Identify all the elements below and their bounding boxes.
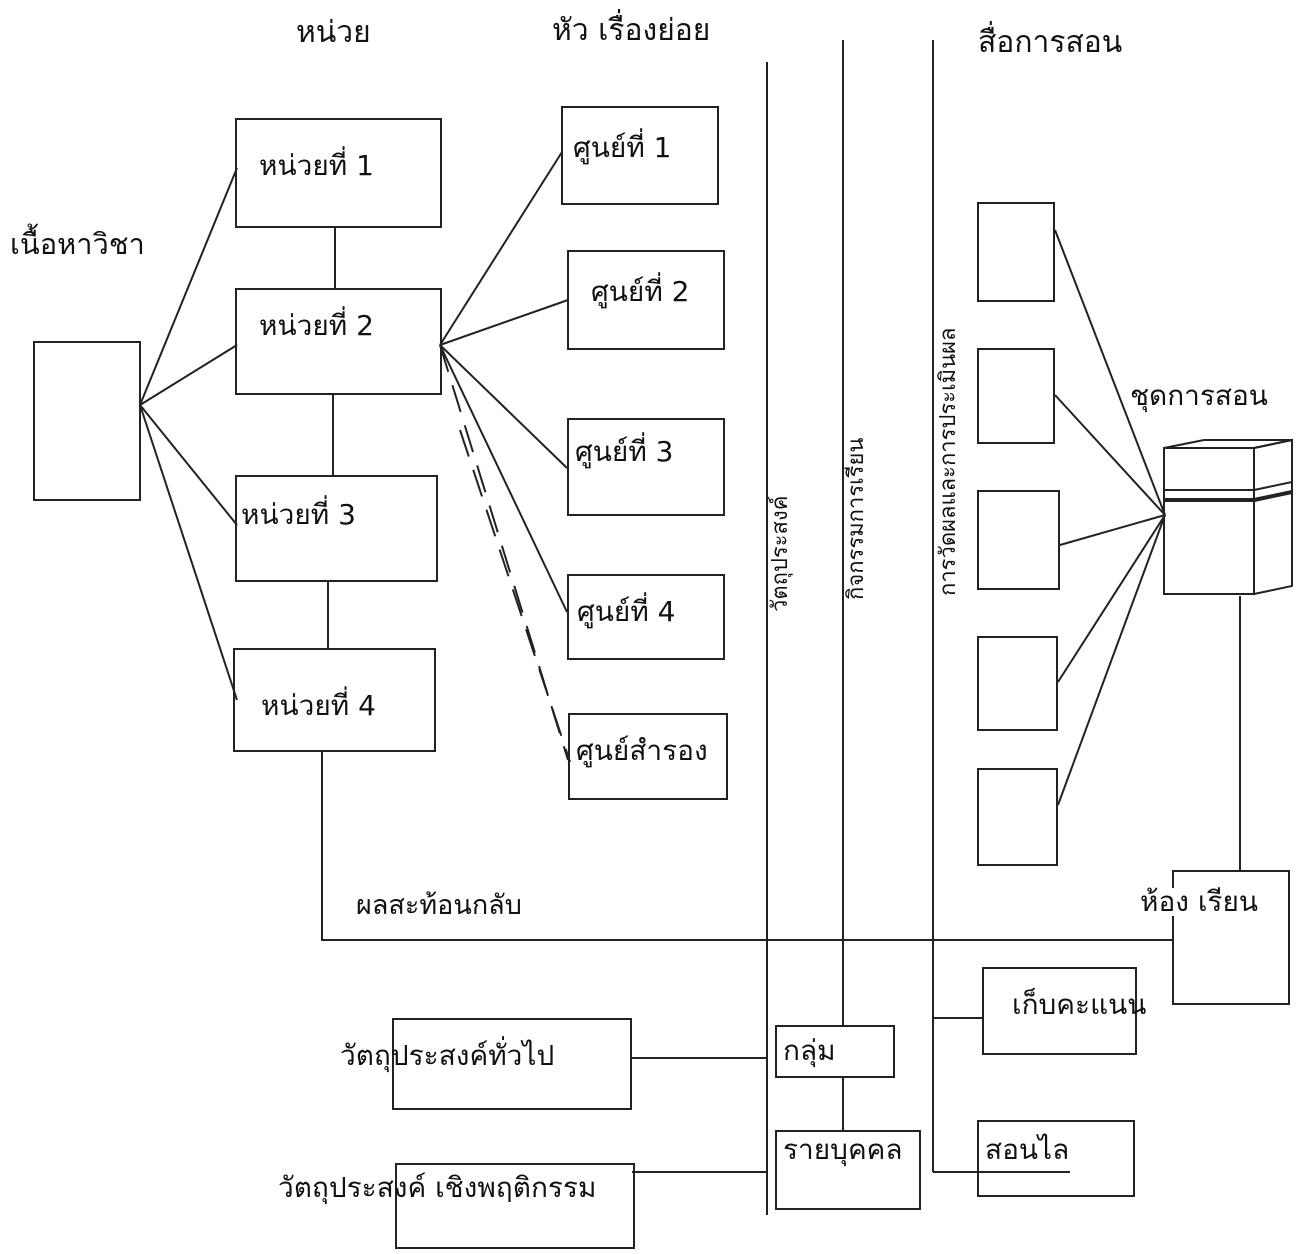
media-box-1 [977, 202, 1055, 302]
media-box-5 [977, 768, 1058, 866]
eval-repair-box: สอนไล [977, 1120, 1135, 1197]
eval-score-box: เก็บคะแนน [982, 967, 1146, 1055]
unit-box-4: หน่วยที่ 4 [233, 648, 436, 752]
header-subtopics: หัว เรื่องย่อย [552, 13, 711, 48]
unit-box-2: หน่วยที่ 2 [235, 288, 442, 395]
unit-box-1: หน่วยที่ 1 [235, 118, 442, 228]
header-media: สื่อการสอน [978, 25, 1123, 60]
center-label-1: ศูนย์ที่ 1 [573, 131, 672, 164]
unit-label-2: หน่วยที่ 2 [259, 309, 374, 342]
kit-cube-icon [1163, 438, 1293, 596]
content-label: เนื้อหาวิชา [10, 227, 145, 261]
header-units: หน่วย [296, 15, 371, 50]
column-objectives: วัตถุประสงค์ [768, 495, 793, 612]
media-box-4 [977, 636, 1058, 731]
content-box [33, 341, 141, 501]
objective-general-box [392, 1018, 632, 1110]
center-label-4: ศูนย์ที่ 4 [577, 595, 676, 628]
kit-label: ชุดการสอน [1130, 379, 1268, 412]
center-box-1: ศูนย์ที่ 1 [561, 106, 719, 205]
objective-behavioral-box [395, 1163, 635, 1249]
activity-individual-label: รายบุคคล [783, 1133, 903, 1166]
media-box-3 [977, 490, 1060, 590]
center-box-reserve: ศูนย์สำรอง [568, 713, 728, 800]
center-box-4: ศูนย์ที่ 4 [567, 574, 725, 660]
activity-individual-box: รายบุคคล [775, 1130, 921, 1210]
media-box-2 [977, 348, 1055, 444]
center-box-3: ศูนย์ที่ 3 [567, 418, 725, 516]
feedback-label: ผลสะท้อนกลับ [356, 890, 522, 921]
classroom-box [1172, 870, 1290, 1005]
center-label-3: ศูนย์ที่ 3 [575, 435, 674, 468]
unit-box-3: หน่วยที่ 3 [235, 475, 438, 582]
classroom-label: ห้อง เรียน [1138, 885, 1261, 918]
unit-label-1: หน่วยที่ 1 [259, 149, 374, 182]
center-box-2: ศูนย์ที่ 2 [567, 250, 725, 350]
unit-label-4: หน่วยที่ 4 [261, 689, 376, 722]
column-activities: กิจกรรมการเรียน [844, 437, 869, 600]
activity-group-box: กลุ่ม [775, 1025, 895, 1078]
objective-general-label: วัตถุประสงค์ทั่วไป [340, 1039, 555, 1072]
column-evaluation: การวัดผลและการประเมินผล [936, 327, 961, 596]
activity-group-label: กลุ่ม [783, 1034, 836, 1067]
eval-score-label: เก็บคะแนน [1012, 988, 1147, 1021]
objective-behavioral-label: วัตถุประสงค์ เชิงพฤติกรรม [278, 1171, 597, 1204]
eval-repair-label: สอนไล [985, 1133, 1070, 1166]
center-label-2: ศูนย์ที่ 2 [591, 275, 690, 308]
unit-label-3: หน่วยที่ 3 [241, 498, 356, 531]
center-label-reserve: ศูนย์สำรอง [576, 734, 708, 767]
